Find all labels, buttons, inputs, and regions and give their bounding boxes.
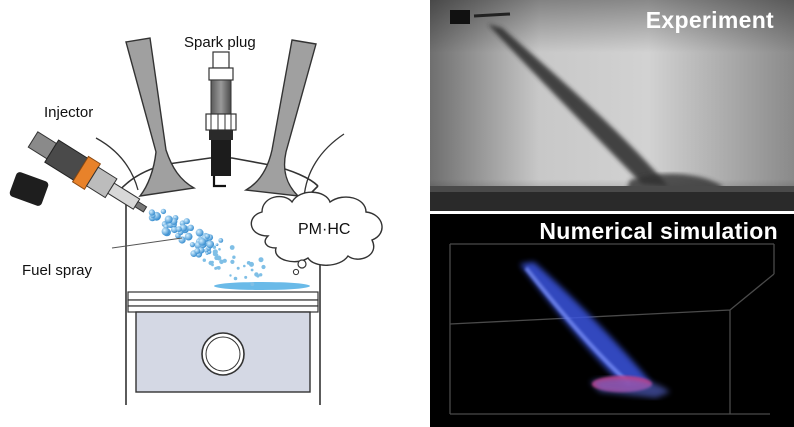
injector-icon: [9, 131, 148, 213]
emission-label: PM·HC: [298, 221, 351, 238]
spray-droplet: [215, 253, 219, 257]
spray-droplet: [229, 245, 235, 250]
experiment-image: [430, 0, 794, 211]
spray-droplet: [216, 255, 222, 261]
spray-droplet: [194, 248, 201, 254]
experiment-title: Experiment: [645, 7, 774, 33]
spray-droplet: [204, 248, 209, 253]
spray-droplet: [216, 266, 219, 270]
simulation-box: [449, 243, 775, 415]
spray-droplet: [258, 257, 264, 263]
spark-plug-icon: [205, 51, 237, 188]
simulated-spray: [520, 262, 652, 388]
cloud-bubble-large: [297, 259, 307, 269]
spray-droplet: [218, 238, 224, 243]
spray-droplet: [208, 260, 213, 266]
spray-droplet: [259, 273, 263, 277]
simulation-title: Numerical simulation: [539, 218, 778, 244]
spray-droplet: [206, 240, 215, 249]
engine-schematic: [9, 37, 383, 405]
spray-droplet: [160, 208, 167, 215]
spray-droplet: [250, 268, 254, 272]
spray-droplet: [170, 225, 179, 234]
spray-droplet: [183, 218, 190, 225]
fuel-film: [214, 282, 310, 290]
spray-droplet: [230, 259, 235, 264]
fuel-spray-leader: [111, 237, 183, 249]
spray-droplet: [261, 264, 266, 270]
spray-droplet: [218, 248, 221, 251]
injector-label: Injector: [44, 104, 94, 121]
spray-droplet: [236, 266, 240, 270]
intake-port-line: [95, 137, 139, 191]
spray-droplet: [204, 233, 210, 239]
emission-cloud: [250, 191, 383, 266]
experiment-panel: Experiment: [430, 0, 794, 211]
spray-droplet: [187, 224, 194, 231]
spray-droplet: [212, 245, 217, 249]
spray-droplet: [202, 258, 206, 262]
spray-droplet: [195, 228, 204, 237]
simulation-image: [449, 243, 775, 415]
spray-droplet: [229, 274, 232, 277]
spray-droplet: [189, 242, 195, 248]
spark-plug-label: Spark plug: [184, 34, 256, 51]
exhaust-valve: [243, 39, 317, 197]
spray-droplet: [250, 282, 255, 287]
spray-droplet: [178, 236, 186, 244]
spray-droplet: [198, 238, 206, 246]
spray-droplet: [184, 232, 193, 241]
spray-droplet: [233, 276, 238, 281]
spray-droplet: [212, 249, 218, 255]
fuel-spray-label: Fuel spray: [22, 262, 93, 279]
spray-droplet: [219, 259, 224, 265]
spray-droplet: [148, 209, 155, 216]
spray-droplet: [254, 272, 259, 277]
spray-droplet: [244, 275, 248, 279]
spray-droplet: [176, 226, 182, 233]
spray-droplet: [232, 255, 236, 259]
cloud-bubble-small: [292, 268, 300, 276]
spray-droplet: [215, 243, 219, 247]
piston-pin-icon: [201, 332, 245, 376]
spray-droplet: [243, 264, 246, 268]
spray-droplet: [205, 251, 209, 255]
intake-valve: [125, 37, 197, 197]
spray-droplet: [164, 215, 173, 224]
spray-droplet: [249, 261, 254, 267]
piston: [127, 291, 319, 393]
simulation-panel: Numerical simulation: [430, 214, 794, 427]
spray-droplet: [161, 227, 170, 236]
fuel-spray: [148, 208, 266, 287]
exhaust-port-line: [303, 133, 345, 199]
